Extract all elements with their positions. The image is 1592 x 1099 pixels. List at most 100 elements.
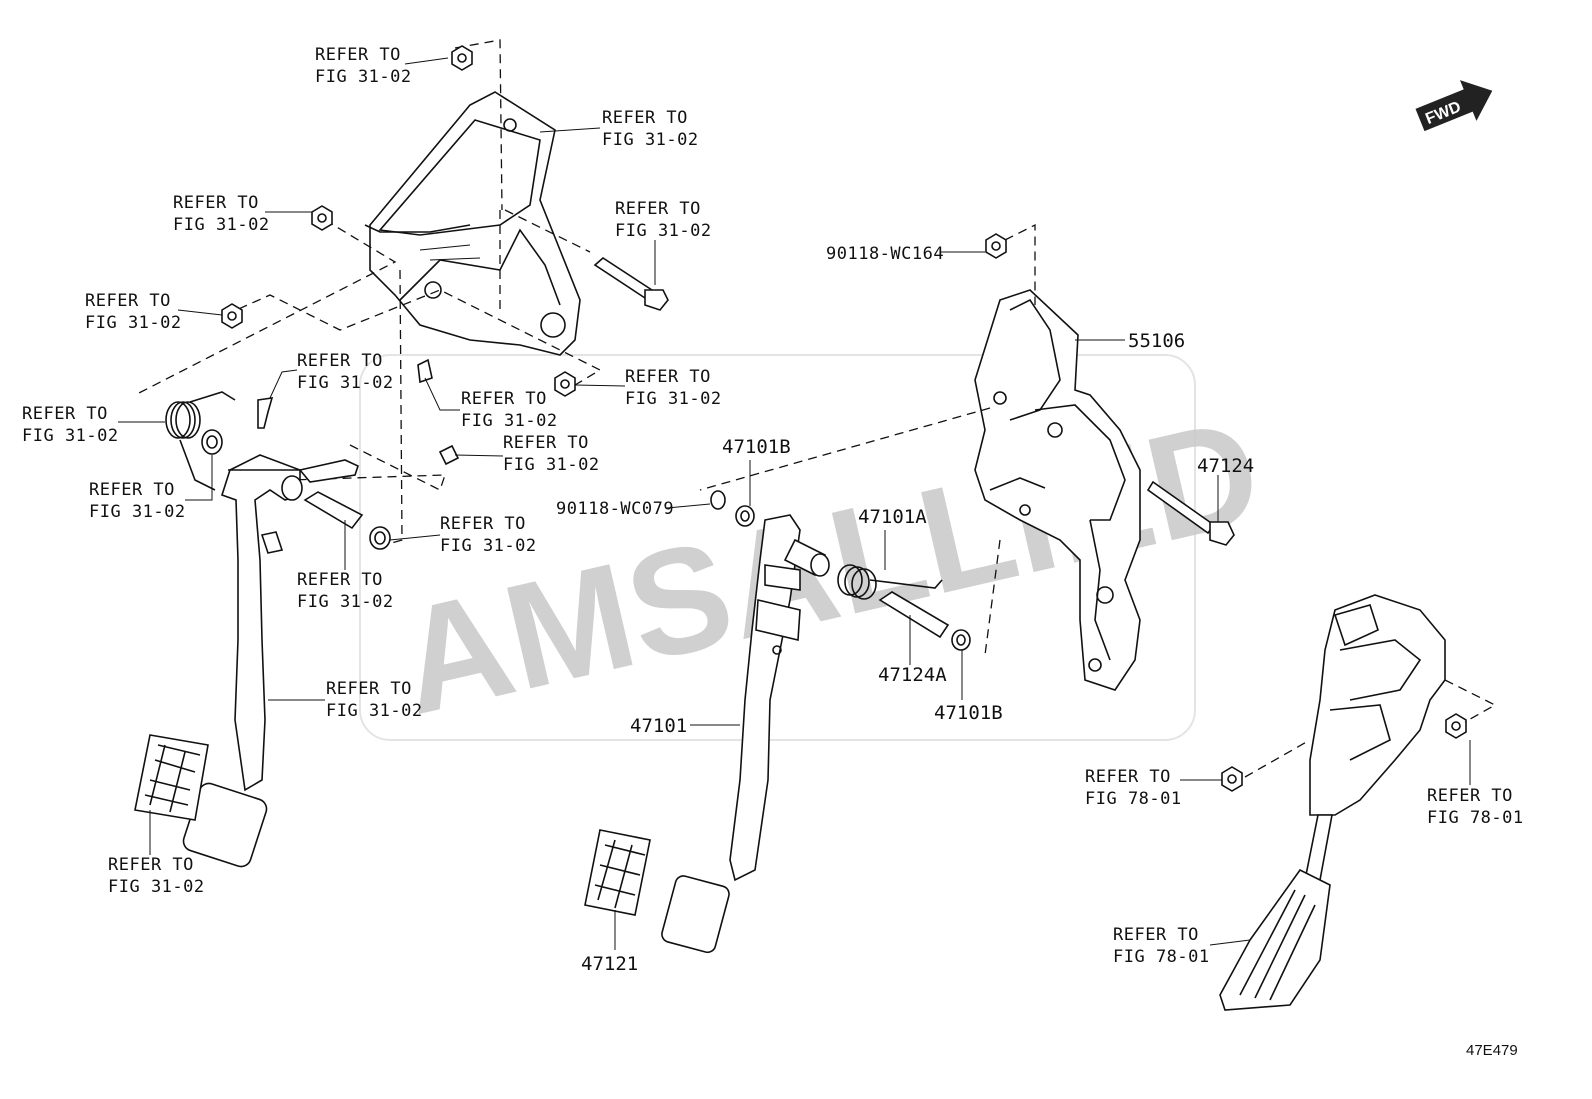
pivot-pipe-47101 xyxy=(783,538,830,577)
svg-text:REFER TO: REFER TO xyxy=(108,855,194,875)
leader-dashed xyxy=(699,407,991,491)
leader-dashed xyxy=(1444,679,1497,723)
svg-text:REFER TO: REFER TO xyxy=(461,389,547,409)
stop-bolt xyxy=(438,444,460,466)
callout-ref-nut-left-mid: REFER TO FIG 31-02 xyxy=(85,291,182,333)
pin-left xyxy=(260,531,284,554)
leader-line xyxy=(185,455,213,501)
leader-dashed xyxy=(504,209,591,253)
nut-top xyxy=(451,45,473,71)
leader-dashed xyxy=(1004,223,1036,305)
callout-ref-accel-pedal: REFER TO FIG 78-01 xyxy=(1113,925,1209,967)
part-number-47101b-top: 47101B xyxy=(722,436,791,458)
svg-text:REFER TO: REFER TO xyxy=(315,45,401,65)
leader-line xyxy=(1209,939,1251,946)
svg-text:FIG 31-02: FIG 31-02 xyxy=(89,502,186,522)
svg-text:REFER TO: REFER TO xyxy=(89,480,175,500)
svg-text:FIG 31-02: FIG 31-02 xyxy=(625,389,722,409)
nut-accel-left xyxy=(1221,766,1243,792)
clutch-pedal-pad xyxy=(584,829,651,916)
part-number-47124a: 47124A xyxy=(878,664,947,686)
callout-ref-bushing-right: REFER TO FIG 31-02 xyxy=(440,514,536,556)
return-spring xyxy=(165,391,236,491)
leader-dashed xyxy=(224,289,602,386)
svg-text:REFER TO: REFER TO xyxy=(297,570,383,590)
svg-text:FIG 31-02: FIG 31-02 xyxy=(461,411,558,431)
leader-line xyxy=(454,454,504,457)
svg-text:FIG 31-02: FIG 31-02 xyxy=(173,215,270,235)
svg-text:REFER TO: REFER TO xyxy=(503,433,589,453)
callout-ref-pin: REFER TO FIG 31-02 xyxy=(503,433,600,475)
brake-pedal-left xyxy=(182,454,359,868)
callout-ref-bolt-bracket: REFER TO FIG 31-02 xyxy=(615,199,711,241)
leader-line xyxy=(269,369,298,399)
part-number-90118-wc164: 90118-WC164 xyxy=(826,244,944,264)
svg-text:FIG 31-02: FIG 31-02 xyxy=(503,455,600,475)
callout-ref-bushing-left: REFER TO FIG 31-02 xyxy=(89,480,186,522)
bushing-left xyxy=(201,429,223,455)
callout-ref-brake-arm: REFER TO FIG 31-02 xyxy=(326,679,423,721)
svg-text:REFER TO: REFER TO xyxy=(173,193,259,213)
callout-ref-nut-left-upper: REFER TO FIG 31-02 xyxy=(173,193,270,235)
bushing-right xyxy=(369,526,391,550)
part-number-47101b-bottom: 47101B xyxy=(934,702,1003,724)
callout-ref-nut-right-bracket: REFER TO FIG 31-02 xyxy=(625,367,722,409)
leader-line xyxy=(177,309,223,316)
brake-pad-left xyxy=(134,734,209,821)
screw-bracket xyxy=(417,358,433,384)
callout-ref-accel-nut-right: REFER TO FIG 78-01 xyxy=(1427,786,1524,828)
clutch-pedal-arm xyxy=(661,514,801,954)
spring-47101a xyxy=(837,564,943,600)
leader-dashed xyxy=(134,219,397,396)
callout-ref-clip-center: REFER TO FIG 31-02 xyxy=(297,351,394,393)
leader-dashed xyxy=(1244,739,1311,778)
clutch-bracket-55106 xyxy=(974,289,1141,691)
bolt-bracket xyxy=(593,256,669,311)
bushing-47101b-lower xyxy=(951,629,971,651)
upper-pedal-bracket xyxy=(364,91,581,356)
leader-dashed xyxy=(454,39,503,211)
svg-text:REFER TO: REFER TO xyxy=(625,367,711,387)
part-number-47101a: 47101A xyxy=(858,506,927,528)
nut-accel-right xyxy=(1445,713,1467,739)
svg-text:FIG 31-02: FIG 31-02 xyxy=(297,373,394,393)
part-number-90118-wc079: 90118-WC079 xyxy=(556,499,674,519)
pipe-47124a xyxy=(878,591,950,639)
callout-ref-screw-bracket: REFER TO FIG 31-02 xyxy=(461,389,558,431)
leader-line xyxy=(574,384,626,387)
nut-left-mid xyxy=(221,303,243,329)
callout-ref-bracket-top: REFER TO FIG 31-02 xyxy=(602,108,698,150)
svg-text:REFER TO: REFER TO xyxy=(602,108,688,128)
svg-text:REFER TO: REFER TO xyxy=(615,199,701,219)
svg-text:REFER TO: REFER TO xyxy=(1427,786,1513,806)
svg-text:FIG 31-02: FIG 31-02 xyxy=(85,313,182,333)
svg-text:FIG 78-01: FIG 78-01 xyxy=(1427,808,1524,828)
part-number-47124: 47124 xyxy=(1197,455,1254,477)
svg-text:REFER TO: REFER TO xyxy=(85,291,171,311)
svg-text:REFER TO: REFER TO xyxy=(1113,925,1199,945)
svg-text:FIG 31-02: FIG 31-02 xyxy=(326,701,423,721)
bolt-47124 xyxy=(1146,480,1235,546)
leader-line xyxy=(404,57,449,65)
callout-ref-top-nut: REFER TO FIG 31-02 xyxy=(315,45,411,87)
svg-text:REFER TO: REFER TO xyxy=(440,514,526,534)
leader-dashed xyxy=(289,444,446,491)
accelerator-pedal-assembly xyxy=(1219,594,1446,1011)
part-number-47121: 47121 xyxy=(581,953,638,975)
nut-left-upper xyxy=(311,205,333,231)
svg-text:FIG 31-02: FIG 31-02 xyxy=(22,426,119,446)
svg-text:REFER TO: REFER TO xyxy=(22,404,108,424)
callout-ref-collar: REFER TO FIG 31-02 xyxy=(297,570,393,612)
nut-90118-wc164 xyxy=(985,233,1007,259)
part-number-55106: 55106 xyxy=(1128,330,1185,352)
callout-ref-accel-nut-left: REFER TO FIG 78-01 xyxy=(1085,767,1181,809)
svg-text:REFER TO: REFER TO xyxy=(297,351,383,371)
fwd-arrow-icon: FWD xyxy=(1415,80,1493,132)
nut-right-bracket xyxy=(554,371,576,397)
callout-ref-spring-left: REFER TO FIG 31-02 xyxy=(22,404,119,446)
leader-line xyxy=(539,127,601,133)
pin-collar xyxy=(303,491,364,530)
svg-text:REFER TO: REFER TO xyxy=(1085,767,1171,787)
leader-line xyxy=(424,377,460,411)
